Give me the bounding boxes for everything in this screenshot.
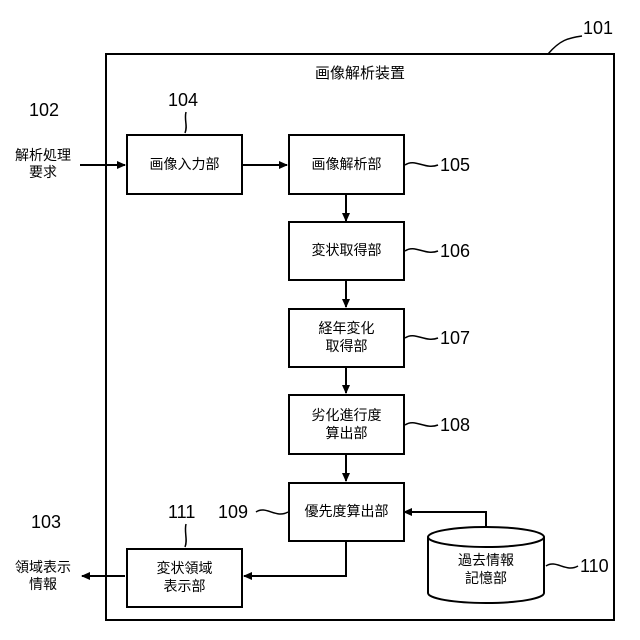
ref-111: 111 xyxy=(168,502,195,522)
leader-108 xyxy=(405,423,438,427)
output-label-line2: 情報 xyxy=(6,577,80,594)
leader-106 xyxy=(405,249,438,253)
image-input-box: 画像入力部 xyxy=(126,134,243,195)
leader-110 xyxy=(546,564,578,568)
storage-label-1: 過去情報 xyxy=(428,552,544,570)
deform-display-label-2: 表示部 xyxy=(164,578,206,596)
priority-calc-label: 優先度算出部 xyxy=(305,503,389,521)
ref-104: 104 xyxy=(168,90,198,110)
leader-104 xyxy=(185,112,186,133)
leader-105 xyxy=(405,163,438,167)
ref-103: 103 xyxy=(31,512,61,532)
ref-106: 106 xyxy=(440,241,470,261)
storage-label-2: 記憶部 xyxy=(428,570,544,588)
degradation-label-2: 算出部 xyxy=(326,425,368,443)
deform-display-label-1: 変状領域 xyxy=(157,560,213,578)
ref-101: 101 xyxy=(583,18,613,38)
output-label-line1: 領域表示 xyxy=(6,560,80,577)
request-label-line1: 解析処理 xyxy=(8,148,78,165)
ref-110: 110 xyxy=(580,556,609,576)
request-label-line2: 要求 xyxy=(8,165,78,182)
aging-change-label-2: 取得部 xyxy=(326,338,368,356)
priority-calc-box: 優先度算出部 xyxy=(288,482,405,542)
device-title: 画像解析装置 xyxy=(315,64,405,82)
degradation-box: 劣化進行度 算出部 xyxy=(288,394,405,455)
leader-101 xyxy=(548,36,582,54)
arrow-storage-to-priority xyxy=(404,512,486,527)
deformation-box: 変状取得部 xyxy=(288,221,405,281)
ref-109: 109 xyxy=(218,502,248,522)
leader-111 xyxy=(185,524,186,547)
aging-change-label-1: 経年変化 xyxy=(319,320,375,338)
image-input-label: 画像入力部 xyxy=(150,156,220,174)
ref-107: 107 xyxy=(440,328,470,348)
output-label: 領域表示 情報 xyxy=(6,560,80,594)
image-analysis-label: 画像解析部 xyxy=(312,156,382,174)
arrow-priority-to-display xyxy=(244,541,346,576)
leader-107 xyxy=(405,336,438,340)
storage-label: 過去情報 記憶部 xyxy=(428,552,544,588)
deform-display-box: 変状領域 表示部 xyxy=(126,548,243,608)
ref-102: 102 xyxy=(29,100,59,120)
image-analysis-box: 画像解析部 xyxy=(288,134,405,195)
ref-105: 105 xyxy=(440,155,470,175)
ref-108: 108 xyxy=(440,415,470,435)
deformation-label: 変状取得部 xyxy=(312,242,382,260)
request-label: 解析処理 要求 xyxy=(8,148,78,182)
leader-109 xyxy=(256,510,288,514)
aging-change-box: 経年変化 取得部 xyxy=(288,308,405,368)
degradation-label-1: 劣化進行度 xyxy=(312,407,382,425)
